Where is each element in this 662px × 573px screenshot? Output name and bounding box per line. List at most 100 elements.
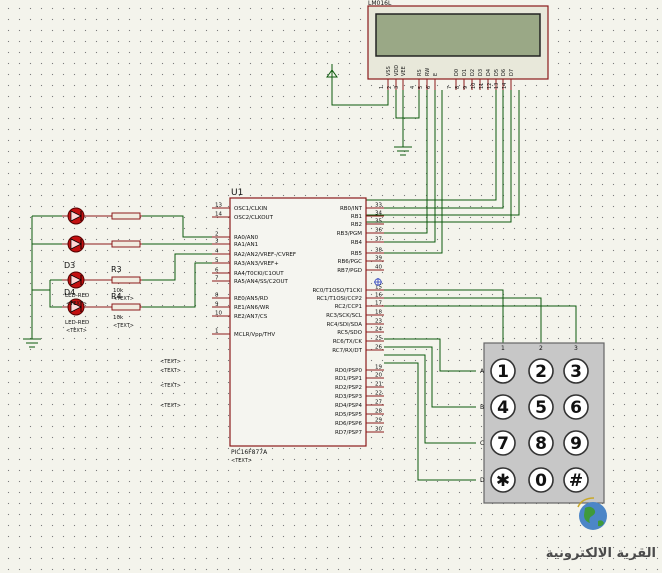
resistor-value-label: 10k [113,315,124,321]
lcd-pin-name: RW [425,68,431,76]
keypad-key[interactable]: 8 [528,430,554,456]
keypad-key-label: 4 [497,398,509,418]
mcu-pin-number: 30 [375,427,382,433]
lcd-pin-number: 6 [426,86,432,89]
resistor-icon[interactable] [106,212,142,220]
keypad-wires [384,289,577,481]
mcu-pin-number: 38 [375,248,382,254]
keypad-key[interactable]: 7 [490,430,516,456]
led-part-label: LED-RED [65,293,89,299]
keypad-row-label: C [480,440,484,447]
mcu-text-label: <TEXT> [231,458,252,464]
mcu-pin-name: RB3/PGM [337,231,363,237]
keypad-key[interactable]: 2 [528,358,554,384]
mcu-pin-name: OSC2/CLKOUT [234,215,274,221]
mcu-pin-number: 21 [375,382,382,388]
lcd-pin-name: D7 [509,69,515,76]
resistor-value-label: 10k [113,288,124,294]
mcu-pin-number: 23 [375,319,382,325]
keypad-key[interactable]: 5 [528,394,554,420]
lcd-pin-number: 8 [455,86,461,89]
resistor-ref-label: R3 [111,265,122,274]
keypad-key-label: ✱ [496,471,510,491]
lcd-pin-number: 1 [379,86,385,89]
resistor-text-label: <TEXT> [113,323,134,329]
mcu-pin-number: 1 [215,329,219,335]
mcu-body [229,197,367,447]
mcu-pin-name: RD3/PSP3 [335,394,363,400]
mcu-pin-name: RA5/AN4/SS/C2OUT [234,279,288,285]
mcu-pin-number: 8 [215,293,219,299]
lcd-pin-number: 7 [447,86,453,89]
mcu-pin-name: RB2 [351,222,362,228]
keypad-key[interactable]: 1 [490,358,516,384]
keypad-key-label: 8 [535,434,547,454]
lcd-pin-name: E [433,73,439,76]
keypad-key[interactable]: ✱ [490,467,516,493]
mcu-pin-name: RA2/AN2/VREF-/CVREF [234,252,296,258]
led-diode-icon[interactable] [62,235,106,253]
mcu-pin-number: 22 [375,391,382,397]
lcd-module[interactable]: LM016L [367,0,549,80]
mcu-pin-number: 26 [375,345,382,351]
lcd-pin-name: RS [417,69,423,76]
mcu-pin-number: 18 [375,310,382,316]
mcu-pin-number: 36 [375,228,382,234]
led-diode-icon[interactable] [62,271,106,289]
mcu-pin-name: RE2/AN7/CS [234,314,268,320]
resistor-icon[interactable] [106,240,142,248]
mcu-pin-name: OSC1/CLKIN [234,206,267,212]
mcu-ref-label: U1 [231,188,243,198]
mcu-pin-name: RA4/T0CKI/C1OUT [234,271,284,277]
mcu-pin-number: 25 [375,336,382,342]
mcu-pin-name: RD1/PSP1 [335,376,362,382]
keypad-column-label: 2 [539,345,543,352]
mcu-pin-number: 16 [375,293,382,299]
mcu-pin-number: 24 [375,327,382,333]
led-diode-icon[interactable] [62,207,106,225]
keypad-key-label: 6 [570,398,582,418]
lcd-pin-name: VDD [394,65,400,76]
mcu-pin-name: RD6/PSP6 [335,421,363,427]
mcu-pin-number: 4 [215,249,219,255]
lcd-pin-number: 9 [463,86,469,89]
crosshair-marker-icon [374,278,382,286]
keypad-key-label: # [569,471,583,491]
lcd-pin-name: D1 [462,69,468,76]
mcu-pin-number: 3 [215,239,219,245]
mcu-pin-number: 19 [375,365,382,371]
resistor-icon[interactable] [106,303,142,311]
mcu-pin-name: RB0/INT [340,206,363,212]
keypad-key[interactable]: 3 [563,358,589,384]
mcu-pin-name: RC7/RX/DT [332,348,362,354]
mcu-pin-name: RE1/AN6/WR [234,305,269,311]
keypad-key[interactable]: 4 [490,394,516,420]
lcd-pin-number: 4 [410,86,416,89]
keypad-key[interactable]: 9 [563,430,589,456]
mcu-pin-name: RC1/T1OSI/CCP2 [317,296,362,302]
resistor-text-label: <TEXT> [113,296,134,302]
mcu-pin-number: 35 [375,219,382,225]
resistor-icon[interactable] [106,276,142,284]
mcu-pin-number: 2 [215,232,219,238]
mcu-pin-name: RD4/PSP4 [335,403,363,409]
keypad-key[interactable]: 6 [563,394,589,420]
keypad-key-label: 5 [535,398,547,418]
watermark-text: القرية الالكترونية [545,546,656,561]
mcu-pin-number: 37 [375,237,382,243]
mcu-pin-number: 40 [375,265,382,271]
keypad-key[interactable]: # [563,467,589,493]
keypad-key-label: 7 [497,434,509,454]
mcu-pin-name: RC3/SCK/SCL [326,313,363,319]
lcd-pin-number: 10 [471,83,477,89]
led-diode-icon[interactable] [62,298,106,316]
mcu-part-label: PIC16F877A [231,449,268,456]
mcu-pin-name: RB5 [351,251,363,257]
keypad-key[interactable]: 0 [528,467,554,493]
microcontroller-u1[interactable]: U1 PIC16F877A <TEXT> [229,188,367,464]
mcu-pin-number: 34 [375,211,382,217]
